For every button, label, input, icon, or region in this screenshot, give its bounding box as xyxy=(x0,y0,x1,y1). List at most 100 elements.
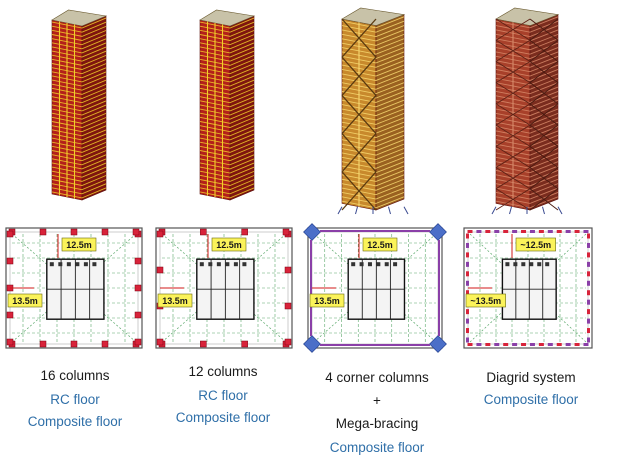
plan-diagrid-node xyxy=(583,343,589,346)
plan-diagrid-node xyxy=(466,261,469,267)
dimension-label: ~13.5m xyxy=(470,296,501,306)
tower-floor-line xyxy=(199,187,255,199)
plan-column xyxy=(156,338,164,346)
plan-diagrid-node xyxy=(494,230,500,233)
tower-floor-line xyxy=(199,79,255,91)
plan-column xyxy=(134,311,142,319)
plan-elevator-shaft xyxy=(393,262,398,267)
plan-diagonal-beam xyxy=(374,287,437,343)
plan-elevator-shaft xyxy=(225,262,230,267)
tower-floor-line xyxy=(51,46,107,58)
tower-floor-line xyxy=(51,100,107,112)
tower-floor-line xyxy=(495,77,559,90)
plan-diagrid-node xyxy=(467,343,473,346)
tower-floor-line xyxy=(495,108,559,121)
tower-diagrid-member xyxy=(529,82,559,105)
plan-elevator-shaft xyxy=(376,262,381,267)
tower-floor-line xyxy=(51,170,107,182)
tower-floor-line xyxy=(495,16,559,29)
tower-floor-line xyxy=(199,83,255,95)
tower-floor-line xyxy=(51,83,107,95)
plan-column xyxy=(200,228,207,236)
tower-floor-line xyxy=(199,54,255,66)
tower-diagrid-member xyxy=(529,167,559,190)
plan-elevator-shaft xyxy=(208,262,213,267)
plan-elevator-shaft xyxy=(521,262,526,267)
dimension-label-box xyxy=(211,237,247,252)
tower-floor-line xyxy=(199,129,255,141)
tower-diagrid-member xyxy=(495,103,531,126)
plan-diagrid-node xyxy=(587,309,590,315)
tower-floor-line xyxy=(51,104,107,116)
plan-elevator-shaft xyxy=(83,262,88,267)
plan-elevator-shaft xyxy=(545,262,550,267)
tower-floor-line xyxy=(51,63,107,75)
tower-floor-line xyxy=(199,175,255,186)
tower-floor-line xyxy=(199,17,255,29)
plan-diagrid-node xyxy=(556,343,562,346)
tower-floor-line xyxy=(51,71,107,83)
tower-floor-line xyxy=(341,47,405,59)
tower-floor-line xyxy=(199,38,255,50)
tower-floor-line xyxy=(341,91,405,103)
system-title-line2: Mega-bracing xyxy=(335,416,419,431)
tower-floor-line xyxy=(51,125,107,137)
tower-base-support xyxy=(557,206,563,215)
dimension-label-box xyxy=(309,293,345,308)
plan-diagrid-node xyxy=(587,318,590,324)
system-title: 16 columns xyxy=(40,368,110,383)
plan-diagrid-node xyxy=(587,290,590,296)
tower-diagrid-member xyxy=(495,145,531,168)
tower-model-16-columns xyxy=(51,9,108,201)
tower-floor-line xyxy=(341,178,405,191)
tower-model-12-columns xyxy=(199,9,256,201)
plan-column xyxy=(241,340,248,348)
plan-diagonal-beam xyxy=(469,287,529,343)
system-title: 12 columns xyxy=(188,364,258,379)
tower-floor-line xyxy=(51,54,107,66)
tower-floor-line xyxy=(199,67,255,79)
tower-floor-line xyxy=(199,125,255,137)
plan-diagrid-node xyxy=(529,343,535,346)
dimension-label: 13.5m xyxy=(12,296,38,306)
plan-elevator-shaft xyxy=(199,262,204,267)
tower-diagrid-member xyxy=(529,61,559,84)
tower-floor-line xyxy=(199,42,255,54)
plan-diagrid-node xyxy=(587,280,590,286)
floor-type-composite: Composite floor xyxy=(27,414,123,429)
tower-floor-line xyxy=(341,20,405,33)
plan-diagrid-node xyxy=(587,337,590,343)
tower-floor-line xyxy=(495,20,559,33)
tower-diagrid-member xyxy=(495,18,531,41)
plan-corner-mega-column xyxy=(429,223,447,241)
plan-diagonal-beam xyxy=(527,287,587,343)
tower-floor-line xyxy=(51,42,107,54)
plan-diagonal-beam xyxy=(313,287,376,343)
tower-floor-line xyxy=(341,191,405,204)
plan-elevator-shaft xyxy=(351,262,356,267)
plan-diagrid-node xyxy=(538,230,544,233)
tower-floor-line xyxy=(199,63,255,75)
tower-floor-line xyxy=(51,150,107,162)
tower-floor-line xyxy=(51,166,107,178)
tower-floor-line xyxy=(341,104,405,117)
plan-diagrid-node xyxy=(521,230,527,233)
tower-floor-line xyxy=(341,165,405,178)
tower-base-support xyxy=(403,206,409,215)
plan-elevator-shaft xyxy=(75,262,80,267)
dimension-label: 12.5m xyxy=(216,240,242,250)
tower-floor-line xyxy=(341,174,405,187)
tower-floor-line xyxy=(495,165,559,178)
plan-elevator-shaft xyxy=(367,262,372,267)
tower-floor-line xyxy=(495,143,559,156)
tower-model-diagrid xyxy=(491,7,563,215)
plan-column xyxy=(200,340,207,348)
plan-elevator-shaft xyxy=(92,262,97,267)
tower-mega-brace xyxy=(341,94,377,135)
plan-elevator-shaft xyxy=(359,262,364,267)
plan-column xyxy=(156,230,164,238)
tower-floor-line xyxy=(51,88,107,99)
tower-floor-line xyxy=(495,178,559,191)
tower-floor-line xyxy=(495,161,559,174)
